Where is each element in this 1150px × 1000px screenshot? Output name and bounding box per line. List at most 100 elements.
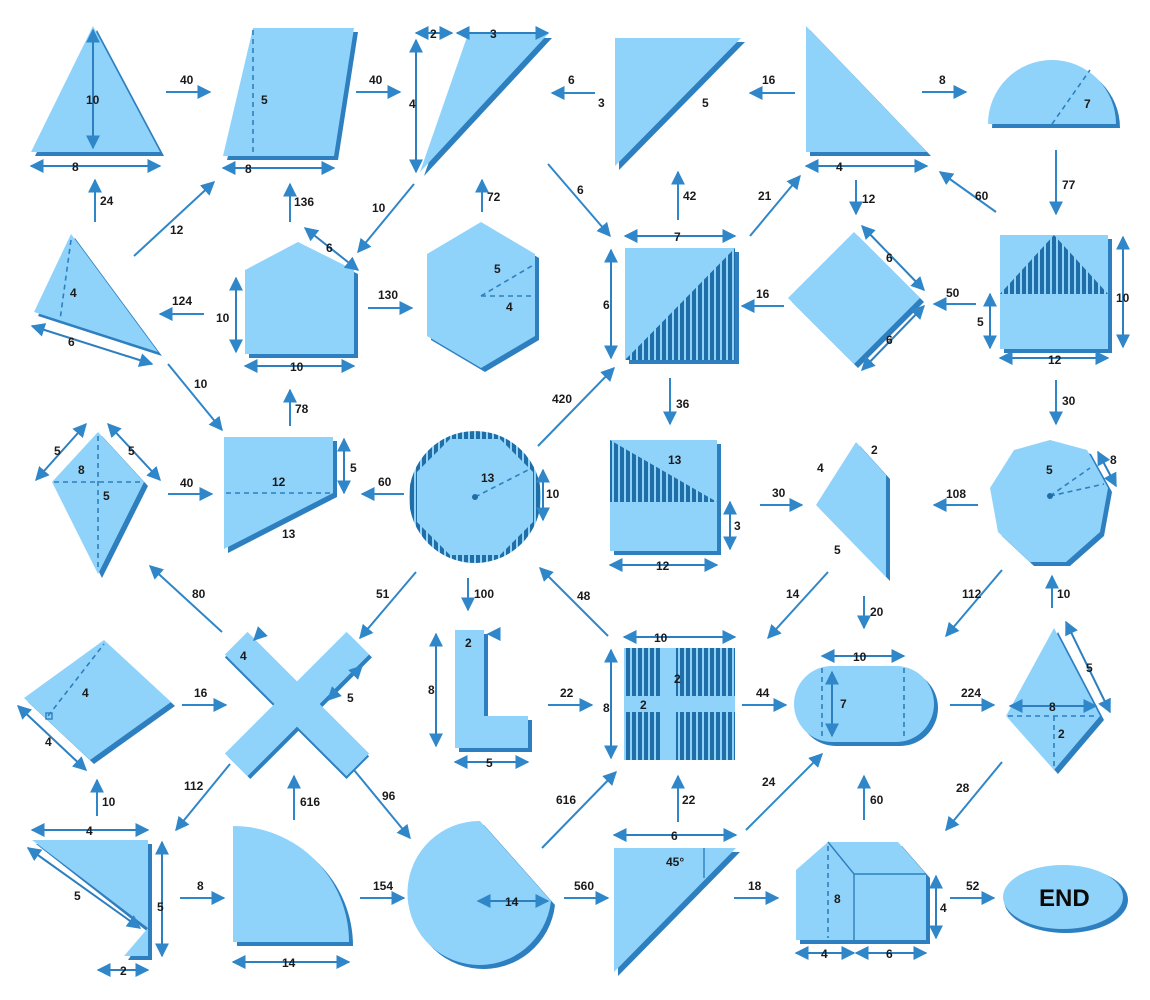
dim-label: 5 <box>1086 661 1093 675</box>
shape-right-triangle-1: 2 3 4 <box>409 26 552 176</box>
shape-rhombus-1: 6 6 <box>788 224 925 372</box>
dim-label: 2 <box>1058 727 1065 741</box>
arrow-label: 50 <box>946 286 960 300</box>
dim-label: 8 <box>1049 700 1056 714</box>
arrow-label: 560 <box>574 879 594 893</box>
shape-quarter-circle-1: 14 <box>231 826 353 970</box>
arrow-label: 28 <box>956 781 970 795</box>
arrow-label: 40 <box>369 73 383 87</box>
dim-label: 5 <box>54 444 61 458</box>
shape-stadium-1: 10 7 <box>794 649 938 746</box>
arrow-label: 8 <box>197 879 204 893</box>
shape-chevron-1: 4 5 5 2 <box>26 823 169 978</box>
arrow-label: 16 <box>194 686 208 700</box>
dim-label: 2 <box>120 964 127 978</box>
shape-prism-1: 8 4 4 6 <box>794 841 947 961</box>
shape-right-triangle-2: 3 5 <box>598 38 745 170</box>
arrow-label: 10 <box>1057 587 1071 601</box>
arrow-label: 48 <box>577 589 591 603</box>
dim-label: 3 <box>490 27 497 41</box>
arrow-label: 112 <box>962 587 982 601</box>
arrow-label: 60 <box>378 475 392 489</box>
shape-pentagon-1: 6 10 10 <box>216 227 360 374</box>
arrow-label: 112 <box>184 779 204 793</box>
shape-triangle-1: 10 8 <box>29 26 164 174</box>
dim-label: 10 <box>216 311 230 325</box>
dim-label: 7 <box>1084 97 1091 111</box>
arrow-label: 60 <box>975 189 989 203</box>
dim-label: 4 <box>409 97 416 111</box>
dim-label: 14 <box>505 895 519 909</box>
shape-semicircle-1: 7 <box>988 60 1120 128</box>
shape-triangle-45-1: 6 45° <box>612 828 740 976</box>
arrow-label: 6 <box>568 73 575 87</box>
arrow-label: 21 <box>758 189 772 203</box>
dim-label: 5 <box>261 93 268 107</box>
dim-label: 10 <box>86 93 100 107</box>
shape-kite-1: 5 5 8 5 <box>35 422 161 578</box>
dim-label: 12 <box>656 559 670 573</box>
dim-label: 10 <box>290 360 304 374</box>
dim-label: 8 <box>1110 453 1117 467</box>
dim-label: 7 <box>674 230 681 244</box>
shape-square-triangle-1: 5 10 12 <box>977 235 1130 367</box>
dim-label: 6 <box>603 298 610 312</box>
arrow-label: 6 <box>577 183 584 197</box>
shape-quadrilateral-1: 4 2 5 <box>816 442 890 581</box>
dim-label: 3 <box>734 519 741 533</box>
dim-label: 4 <box>506 300 513 314</box>
dim-label: 8 <box>78 463 85 477</box>
shape-kite-2: 5 8 2 <box>1006 620 1111 774</box>
shape-hexagon-1: 5 4 <box>427 222 539 372</box>
dim-label: 5 <box>128 444 135 458</box>
arrow-label: 420 <box>552 392 572 406</box>
shape-parallelogram-1: 5 8 <box>221 28 358 176</box>
dim-label: 4 <box>836 160 843 174</box>
dim-label: 4 <box>940 901 947 915</box>
dim-label: 6 <box>886 251 893 265</box>
dim-label: 5 <box>977 315 984 329</box>
dim-label: 10 <box>654 631 668 645</box>
shape-parallelogram-2: 4 4 <box>16 640 175 771</box>
arrow-label: 616 <box>300 795 320 809</box>
dim-label: 5 <box>1046 463 1053 477</box>
end-label: END <box>1039 885 1090 912</box>
arrow-label: 36 <box>676 397 690 411</box>
dim-label: 5 <box>157 900 164 914</box>
shape-circle-sector-1: 14 <box>407 820 555 969</box>
arrow-label: 108 <box>946 487 966 501</box>
dim-label: 5 <box>702 96 709 110</box>
dim-label: 5 <box>350 461 357 475</box>
dim-label: 3 <box>598 96 605 110</box>
dim-label: 4 <box>70 286 77 300</box>
arrow-label: 124 <box>172 294 192 308</box>
dim-label: 4 <box>86 824 93 838</box>
dim-label: 5 <box>494 262 501 276</box>
dim-label: 6 <box>886 947 893 961</box>
dim-label: 8 <box>834 892 841 906</box>
dim-label: 8 <box>428 683 435 697</box>
shape-right-triangle-3: 4 <box>804 26 931 174</box>
arrow-label: 96 <box>382 789 396 803</box>
dim-label: 5 <box>74 889 81 903</box>
dim-label: 8 <box>603 701 610 715</box>
dim-label: 13 <box>668 453 682 467</box>
shape-circle-octagon-1: 13 10 <box>409 431 560 563</box>
dim-label: 5 <box>486 756 493 770</box>
shape-square-triangle-2: 13 3 12 <box>608 440 741 573</box>
arrow-label: 78 <box>295 402 309 416</box>
arrow-label: 14 <box>786 587 800 601</box>
dim-label: 45° <box>666 855 684 869</box>
arrow-label: 16 <box>762 73 776 87</box>
dim-label: 6 <box>886 333 893 347</box>
shape-l-shape-1: 2 8 5 <box>428 627 532 770</box>
arrow-label: 30 <box>772 486 786 500</box>
dim-label: 10 <box>546 487 560 501</box>
dim-label: 2 <box>465 636 472 650</box>
arrow-label: 12 <box>862 192 876 206</box>
dim-label: 13 <box>481 471 495 485</box>
arrow-label: 20 <box>870 605 884 619</box>
dim-label: 13 <box>282 527 296 541</box>
connector-arrows: 40 40 6 16 8 24 12 136 10 72 6 42 21 12 … <box>88 73 1076 905</box>
dim-label: 5 <box>834 543 841 557</box>
